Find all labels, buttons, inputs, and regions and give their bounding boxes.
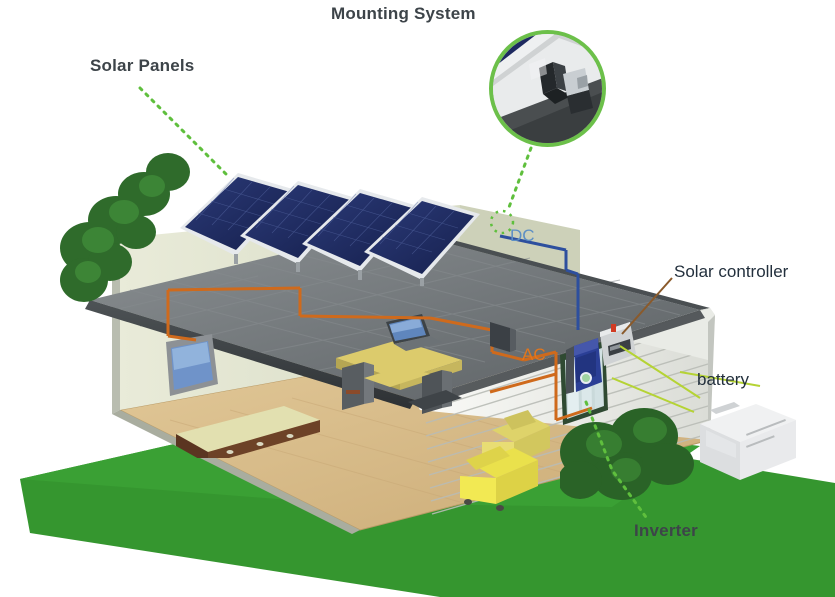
computer-desk [336,314,462,414]
wall-tv [166,334,218,396]
bench-sofa [176,406,320,458]
label-solar-panels: Solar Panels [90,56,195,75]
solar-panel-3 [302,189,418,272]
label-ac: AC [522,345,546,364]
armchair-left [460,446,538,511]
label-solar-controller: Solar controller [674,262,789,281]
solar-panel-4 [364,197,480,280]
label-mounting-system: Mounting System [331,4,476,23]
solar-panel-array [176,150,536,286]
solar-panel-1 [180,173,296,256]
tree-foliage-left [60,153,190,302]
label-inverter: Inverter [634,521,698,540]
inverter-unit [566,338,602,394]
mounting-system-inset [489,30,606,147]
label-battery: battery [697,370,749,389]
battery-unit [700,402,796,480]
mounting-clamp-photo [493,34,602,143]
solar-panel-2 [240,181,356,264]
label-dc: DC [510,226,535,245]
solar-controller-unit [600,322,636,366]
